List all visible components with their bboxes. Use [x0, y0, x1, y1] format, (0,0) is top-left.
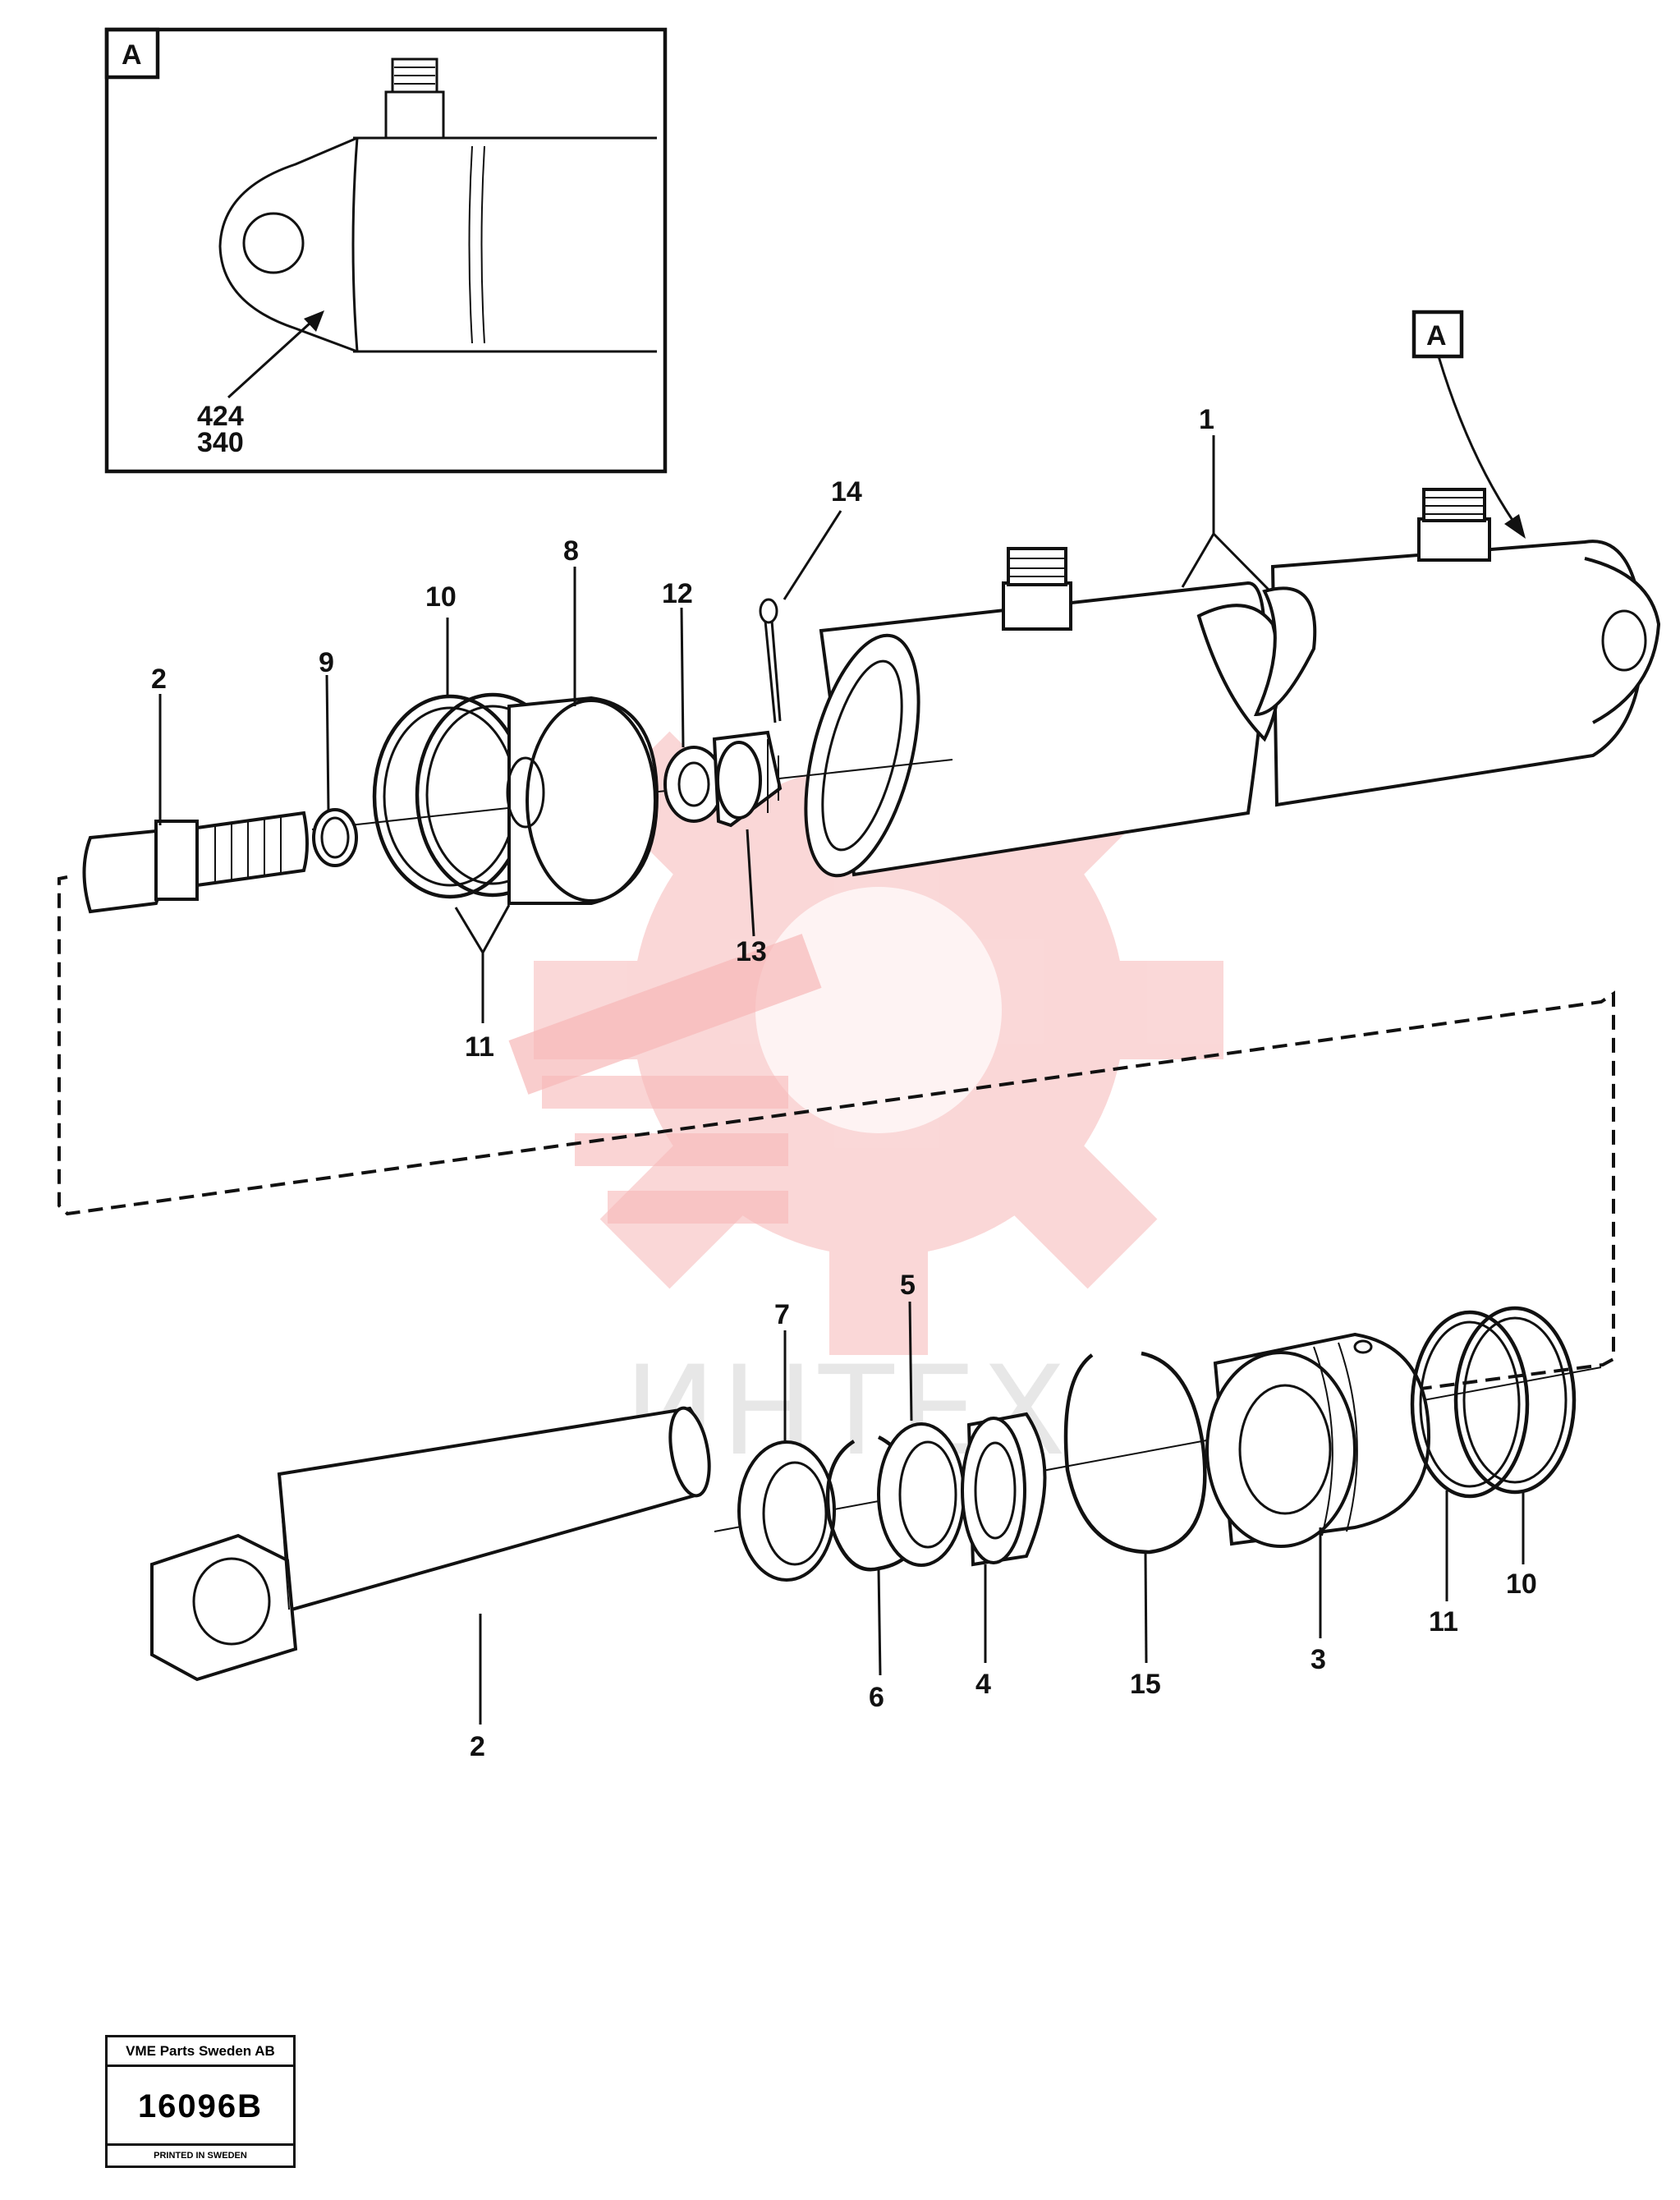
label-11-bottom: 11 [1429, 1606, 1458, 1637]
inset-eye-hole [242, 212, 305, 274]
part-2-piston-rod [150, 1406, 711, 1682]
inset-cylinder-body [353, 136, 657, 353]
rod-eye [150, 1533, 298, 1682]
callout-tag-box [1411, 310, 1464, 359]
label-8: 8 [563, 535, 579, 567]
part-3-cylinder-head [1205, 1332, 1431, 1548]
barrel-port-2 [1417, 517, 1491, 562]
inset-port-fitting [384, 90, 445, 140]
inset-tag: A [122, 39, 142, 71]
inset-arrow [227, 314, 320, 399]
label-10-top: 10 [425, 581, 457, 613]
inset-detail-a: A 424 340 [104, 27, 668, 474]
part-4-bushing [961, 1412, 1047, 1567]
label-13: 13 [736, 936, 767, 967]
callout-tag: A [1426, 320, 1447, 351]
leader-lines-lower [479, 1301, 1525, 1725]
label-12: 12 [662, 578, 693, 609]
part-8-piston [506, 696, 659, 905]
inset-eye-lug [218, 136, 358, 353]
inset-tag-box [104, 27, 160, 80]
title-block: VME Parts Sweden AB 16096B PRINTED IN SW… [105, 2035, 296, 2168]
label-4: 4 [975, 1669, 991, 1700]
barrel-open-end [804, 633, 920, 878]
label-2-top: 2 [151, 664, 167, 695]
part-10-11-rings-bottom [1410, 1306, 1577, 1499]
part-5-seal [877, 1422, 966, 1567]
barrel-port-1 [1002, 581, 1072, 631]
inset-ref-424: 424 [197, 401, 244, 432]
label-9: 9 [319, 647, 334, 678]
label-5: 5 [900, 1270, 916, 1301]
part-7-scraper [737, 1440, 836, 1582]
inset-weld-line [351, 137, 359, 352]
barrel-cutaway-right [1253, 586, 1317, 717]
label-15: 15 [1130, 1669, 1161, 1700]
inset-frame [104, 27, 668, 474]
label-14: 14 [831, 476, 862, 508]
title-block-drawing-number: 16096B [108, 2067, 293, 2146]
label-1: 1 [1199, 404, 1214, 435]
part-cylinder-barrel [804, 488, 1661, 878]
callout-a: A [1411, 310, 1526, 539]
callout-arrow [1437, 356, 1521, 530]
part-13-castle-nut [712, 730, 783, 828]
label-7: 7 [774, 1299, 790, 1330]
part-15-retaining-ring [1063, 1351, 1207, 1555]
title-block-company: VME Parts Sweden AB [108, 2037, 293, 2067]
dashed-assembly-connector [57, 875, 1615, 1394]
leader-lines-upper [158, 435, 1270, 1023]
part-labels: 1 2 9 10 8 12 14 13 11 7 5 6 4 15 3 11 1… [151, 404, 1537, 1762]
lower-assembly-axis [714, 1366, 1602, 1532]
inset-ref-340: 340 [197, 427, 244, 458]
label-3: 3 [1310, 1644, 1326, 1675]
title-block-printed: PRINTED IN SWEDEN [154, 2151, 247, 2161]
cylinder-eye-lug [1584, 557, 1661, 724]
part-2-rod-end [82, 811, 309, 914]
label-11-top: 11 [465, 1031, 494, 1063]
label-6: 6 [869, 1682, 884, 1713]
label-2-bottom: 2 [470, 1731, 485, 1762]
part-14-cotter-pin [759, 598, 782, 723]
label-10-bottom: 10 [1506, 1568, 1537, 1600]
